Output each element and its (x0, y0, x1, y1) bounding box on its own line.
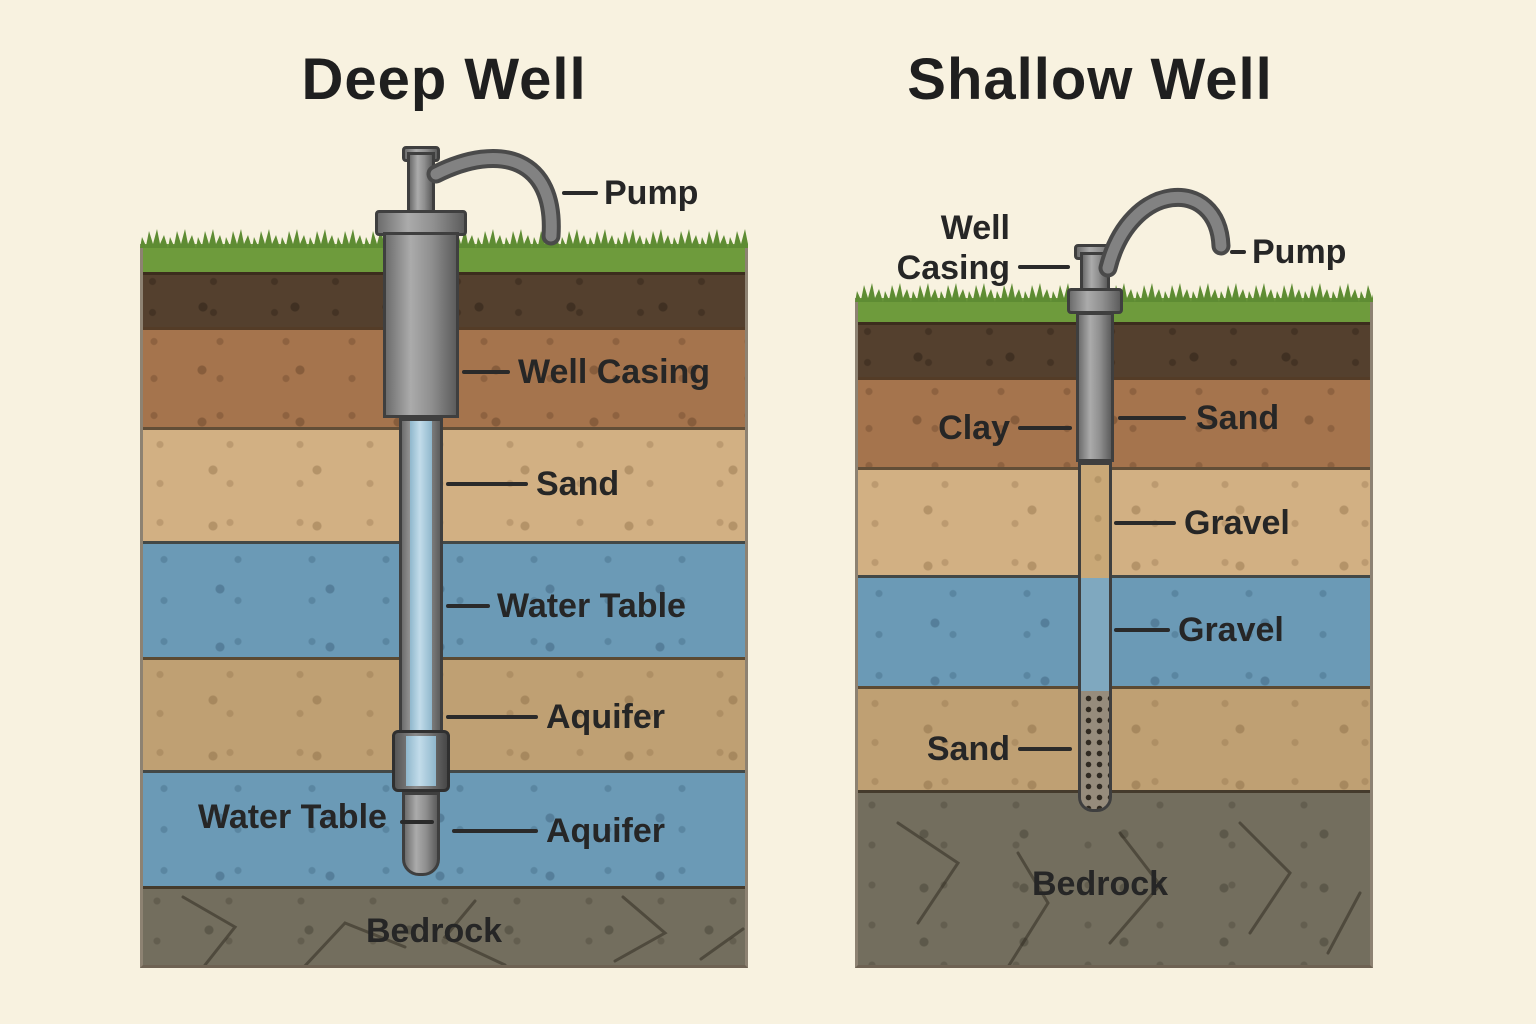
deep-water-table-left-label: Water Table (198, 798, 387, 836)
deep-water-table-left-label-line (400, 820, 434, 824)
deep-layer-bedrock (143, 886, 745, 965)
deep-layer-sand (143, 427, 745, 541)
deep-aquifer-lower-label-line (452, 829, 538, 833)
deep-well-casing (383, 232, 459, 418)
shallow-sand-lower-label: Sand (926, 730, 1010, 768)
shallow-layer-topsoil (858, 322, 1370, 377)
deep-layer-water-table (143, 541, 745, 657)
shallow-pump-label-line (1230, 250, 1246, 254)
deep-well-title: Deep Well (301, 47, 587, 112)
shallow-gravel-upper-label-line (1114, 521, 1176, 525)
shallow-pipe-water-segment (1081, 578, 1109, 691)
deep-well-pipe-water-column (410, 421, 432, 731)
deep-casing-label-line (462, 370, 510, 374)
deep-sand-label: Sand (536, 465, 620, 503)
shallow-pipe-screen-segment (1081, 691, 1109, 809)
deep-layer-subsand (143, 657, 745, 770)
shallow-clay-label-line (1018, 426, 1072, 430)
shallow-well-pipe (1078, 462, 1112, 812)
deep-sand-label-line (446, 482, 528, 486)
deep-water-table-label: Water Table (497, 587, 686, 625)
shallow-casing-label-line (1018, 265, 1070, 269)
shallow-pump-label: Pump (1252, 233, 1347, 271)
shallow-clay-label: Clay (938, 409, 1010, 447)
shallow-sand-upper-label: Sand (1196, 399, 1280, 437)
deep-aquifer-label-line (446, 715, 538, 719)
deep-aquifer-lower-label: Aquifer (546, 812, 665, 850)
deep-bedrock-cracks (181, 895, 745, 965)
deep-well-coupling-water (406, 736, 436, 786)
shallow-well-casing (1076, 312, 1114, 462)
shallow-bedrock-label: Bedrock (1032, 865, 1169, 903)
shallow-sand-upper-label-line (1118, 416, 1186, 420)
deep-aquifer-label: Aquifer (546, 698, 665, 736)
shallow-casing-label: Well Casing (896, 209, 1010, 287)
deep-well-tip (402, 792, 440, 876)
shallow-soil-block (855, 298, 1373, 968)
shallow-bedrock-cracks (896, 821, 1362, 965)
shallow-layer-lower-sand (858, 686, 1370, 790)
shallow-gravel-lower-label-line (1114, 628, 1170, 632)
deep-casing-label: Well Casing (518, 353, 711, 391)
shallow-gravel-upper-label: Gravel (1184, 504, 1290, 542)
deep-pump-label-line (562, 191, 598, 195)
shallow-well-casing-collar (1067, 288, 1123, 314)
shallow-pipe-gravel-segment (1081, 465, 1109, 578)
shallow-sand-lower-label-line (1018, 747, 1072, 751)
shallow-gravel-lower-label: Gravel (1178, 611, 1284, 649)
deep-bedrock-label: Bedrock (366, 912, 503, 950)
shallow-layer-gravel-water (858, 575, 1370, 686)
deep-pump-label: Pump (604, 174, 699, 212)
deep-water-table-label-line (446, 604, 490, 608)
shallow-layer-clay (858, 377, 1370, 467)
deep-layer-aquifer (143, 770, 745, 886)
shallow-well-title: Shallow Well (907, 47, 1273, 112)
shallow-layer-bedrock (858, 790, 1370, 965)
